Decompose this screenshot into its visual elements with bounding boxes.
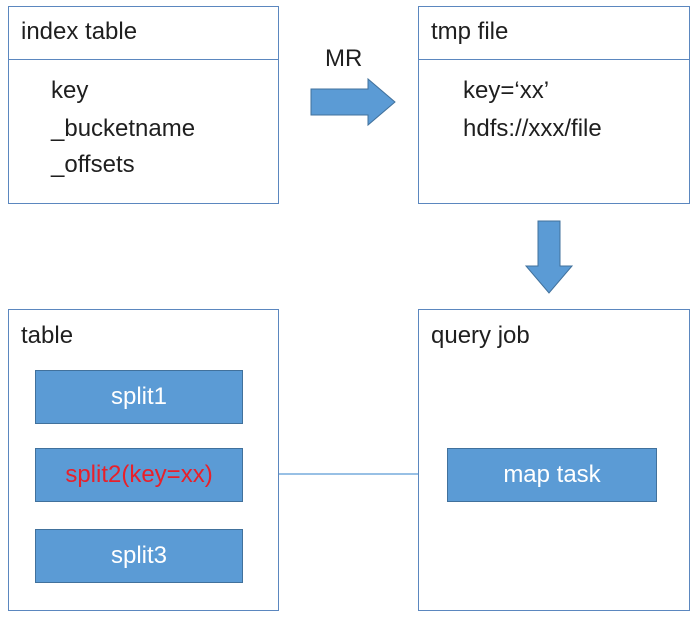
index-table-field-key: key [51,77,89,104]
tmp-file-divider [419,59,689,60]
split1-box: split1 [35,370,243,424]
index-table-divider [9,59,278,60]
query-job-panel: query job map task [418,309,690,611]
index-table-title: index table [21,18,138,45]
index-table-field-offsets: _offsets [51,151,135,178]
table-panel: table split1 split2(key=xx) split3 [8,309,279,611]
index-table-panel: index table key _bucketname _offsets [8,6,279,204]
query-job-title: query job [431,322,530,349]
tmp-file-title: tmp file [431,18,509,45]
mr-label: MR [325,45,363,72]
down-arrow [524,220,574,294]
index-table-field-bucketname: _bucketname [51,115,196,142]
split2-box: split2(key=xx) [35,448,243,502]
split3-box: split3 [35,529,243,583]
tmp-file-panel: tmp file key=‘xx’ hdfs://xxx/file [418,6,690,204]
tmp-file-key-line: key=‘xx’ [463,77,550,104]
map-task-box: map task [447,448,657,502]
tmp-file-path-line: hdfs://xxx/file [463,115,602,142]
mr-right-arrow [310,77,396,127]
table-title: table [21,322,74,349]
